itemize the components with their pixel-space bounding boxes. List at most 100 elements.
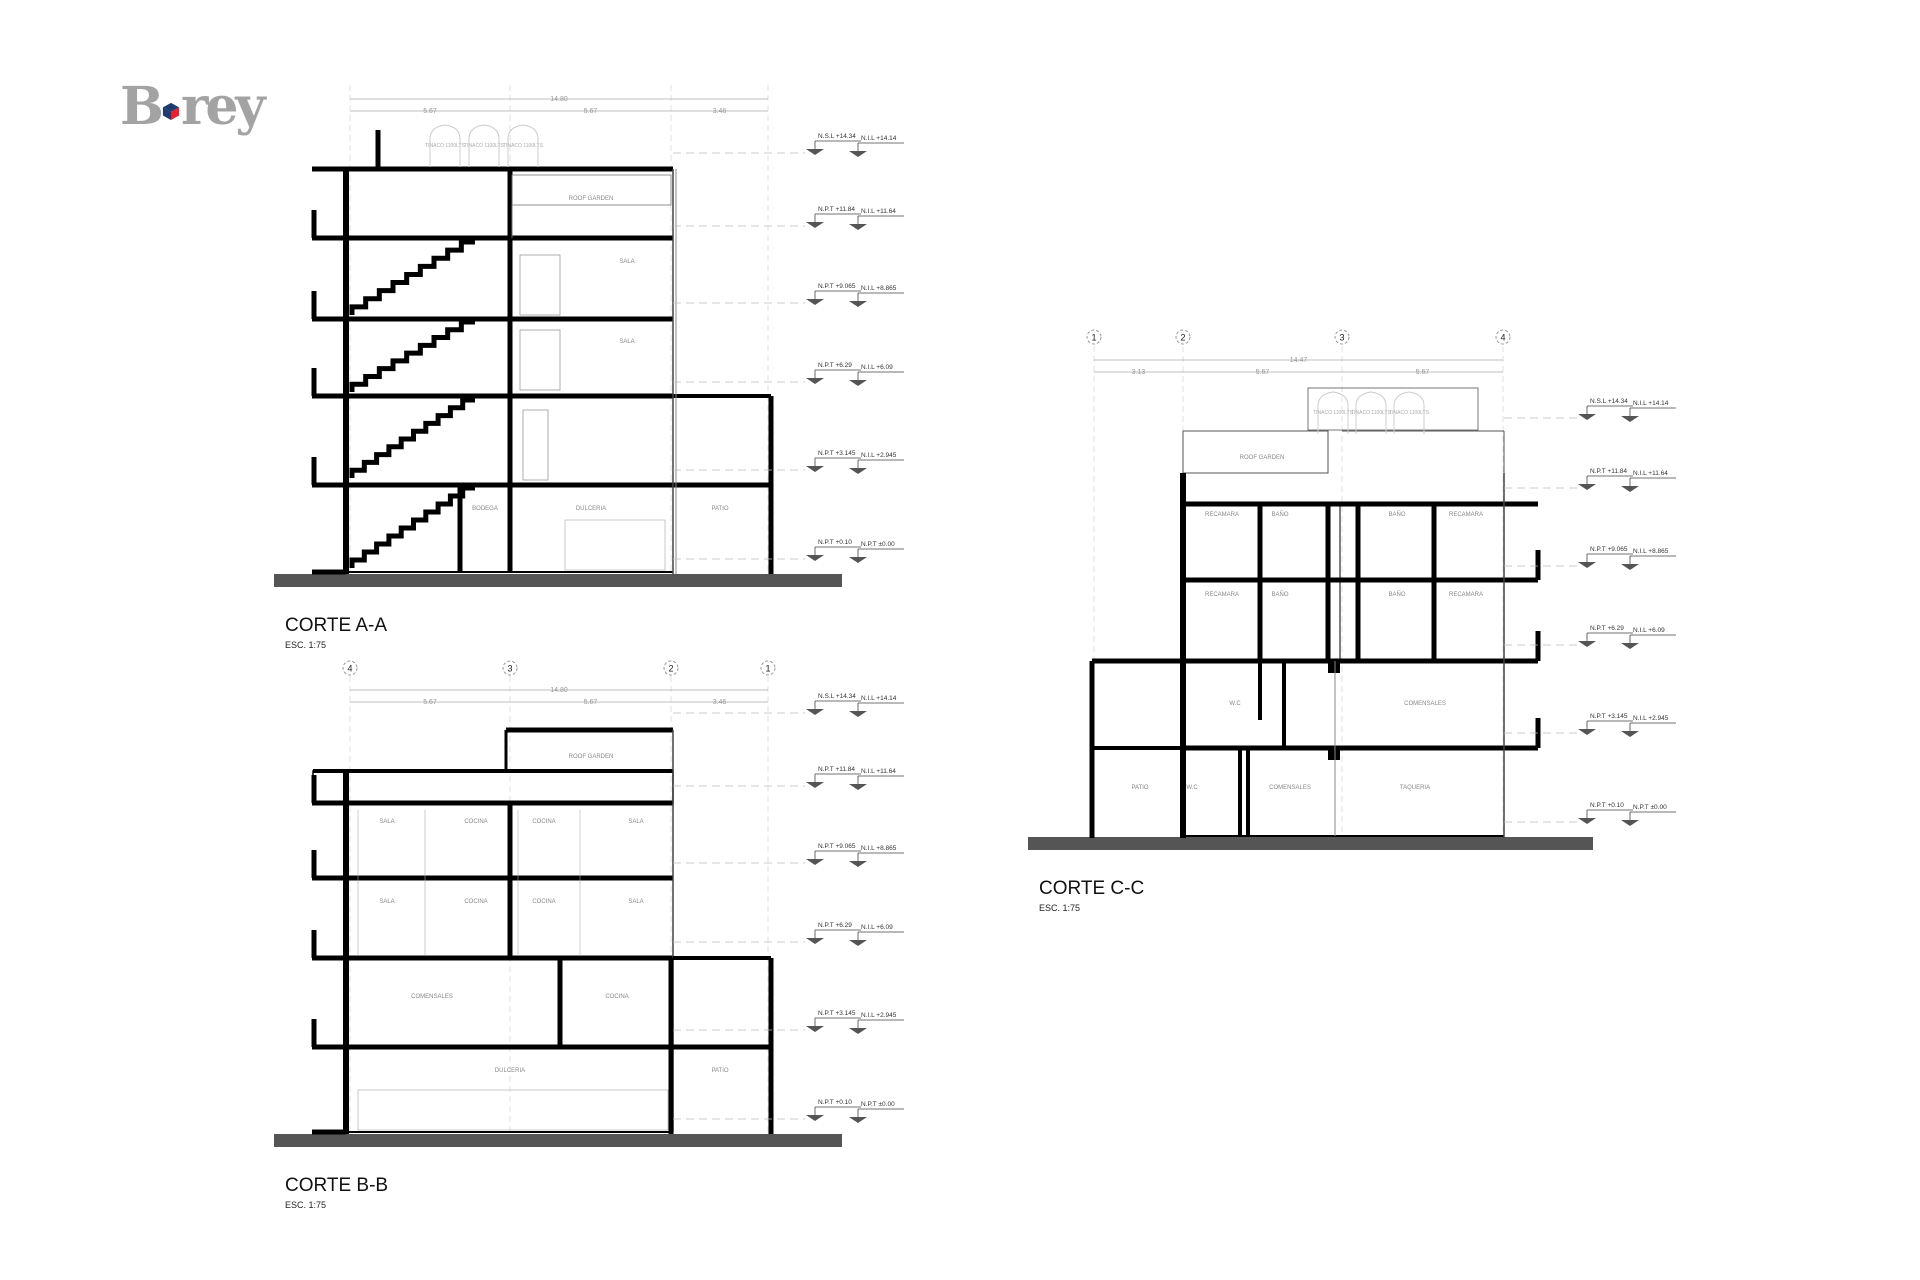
water-tank-label: TINACO 1100LTS (464, 143, 504, 149)
water-tank-label: TINACO 1100LTS (1389, 410, 1429, 416)
level-marker-icon (1621, 486, 1639, 492)
room-label: BAÑO (1388, 591, 1405, 598)
level-marker-icon (849, 940, 867, 946)
level-marker-icon (849, 784, 867, 790)
level-marker-icon (806, 859, 824, 865)
column (1328, 661, 1340, 673)
room-label: COCINA (605, 994, 628, 1000)
display-case (564, 519, 666, 571)
room-label: COCINA (532, 819, 555, 825)
room-label: BAÑO (1271, 511, 1288, 518)
stair (349, 485, 475, 568)
room-label: SALA (628, 899, 643, 905)
room-label: BODEGA (472, 506, 498, 512)
level-marker-icon (849, 557, 867, 563)
level-label: N.S.L +14.34 (1590, 398, 1628, 405)
level-marker-icon (849, 468, 867, 474)
level-marker-icon (1621, 820, 1639, 826)
room-label: PATIO (711, 506, 728, 512)
level-label: N.I.L +2.945 (861, 452, 897, 459)
level-label: N.P.T +0.10 (818, 539, 852, 546)
dimension-value: 5.67 (423, 108, 437, 115)
stair (349, 239, 475, 315)
dimension-value: 5.67 (1256, 369, 1270, 376)
ground (274, 574, 842, 587)
level-label: N.P.T +6.29 (1590, 625, 1624, 632)
level-label: N.P.T +3.145 (818, 450, 856, 457)
tank-enclosure (1307, 387, 1479, 431)
level-marker-icon (806, 1026, 824, 1032)
section-cc-title: CORTE C-C (1039, 878, 1145, 899)
level-label: N.P.T +3.145 (1590, 713, 1628, 720)
room-label: COCINA (464, 819, 487, 825)
dimension-value: 3.13 (1132, 369, 1146, 376)
level-label: N.I.L +11.64 (861, 208, 896, 215)
grid-bubble (1175, 329, 1191, 345)
ground (1028, 837, 1593, 850)
room-label: COCINA (464, 899, 487, 905)
level-label: N.S.L +14.34 (818, 693, 856, 700)
level-label: N.I.L +2.945 (1633, 715, 1669, 722)
ground (274, 1134, 842, 1147)
level-label: N.P.T +6.29 (818, 922, 852, 929)
level-marker-icon (806, 378, 824, 384)
counters (357, 1089, 669, 1131)
water-tank-label: TINACO 1100LTS (503, 143, 543, 149)
level-label: N.I.L +6.09 (861, 924, 893, 931)
level-label: N.P.T +0.10 (818, 1099, 852, 1106)
level-marker-icon (806, 555, 824, 561)
room-label: ROOF GARDEN (1240, 455, 1285, 461)
window (519, 329, 561, 391)
water-tank (1317, 391, 1349, 434)
level-label: N.I.L +8.865 (1633, 548, 1669, 555)
room-label: SALA (379, 899, 394, 905)
water-tank (1393, 391, 1425, 434)
level-marker-icon (806, 709, 824, 715)
level-marker-icon (849, 1117, 867, 1123)
room-label: RECAMARA (1449, 592, 1483, 598)
level-marker-icon (806, 299, 824, 305)
room-label: W.C (1186, 785, 1198, 791)
level-label: N.I.L +14.14 (861, 695, 897, 702)
level-marker-icon (806, 1115, 824, 1121)
level-label: N.P.T +3.145 (818, 1010, 856, 1017)
level-label: N.P.T +11.84 (1590, 468, 1627, 475)
grid-label: 4 (1500, 333, 1505, 343)
room-label: DULCERIA (576, 506, 606, 512)
level-label: N.I.L +2.945 (861, 1012, 897, 1019)
water-tank-label: TINACO 1100LTS (1351, 410, 1391, 416)
grid-label: 2 (1180, 333, 1185, 343)
level-marker-icon (1578, 729, 1596, 735)
water-tank-label: TINACO 1100LTS (1313, 410, 1353, 416)
level-marker-icon (806, 149, 824, 155)
room-label: COMENSALES (1404, 701, 1446, 707)
room-label: COCINA (532, 899, 555, 905)
dimension-value: 5.67 (584, 699, 598, 706)
level-marker-icon (1578, 641, 1596, 647)
grid-label: 1 (1091, 333, 1096, 343)
room-label: BAÑO (1271, 591, 1288, 598)
room-label: RECAMARA (1205, 592, 1239, 598)
water-tank (507, 124, 539, 167)
room-label: BAÑO (1388, 511, 1405, 518)
grid-bubble (663, 660, 679, 676)
level-marker-icon (1578, 414, 1596, 420)
level-label: N.P.T ±0.00 (861, 541, 895, 548)
level-label: N.S.L +14.34 (818, 133, 856, 140)
level-label: N.P.T ±0.00 (1633, 804, 1667, 811)
level-label: N.P.T +0.10 (1590, 802, 1624, 809)
level-marker-icon (849, 301, 867, 307)
level-marker-icon (1621, 416, 1639, 422)
level-marker-icon (1621, 564, 1639, 570)
section-cc-scale: ESC. 1:75 (1039, 903, 1081, 913)
dimension-total: 14.80 (550, 96, 568, 103)
level-marker-icon (849, 380, 867, 386)
water-tank-label: TINACO 1100LTS (425, 143, 465, 149)
level-marker-icon (1621, 643, 1639, 649)
grid-label: 3 (507, 664, 512, 674)
level-marker-icon (806, 222, 824, 228)
level-marker-icon (1578, 484, 1596, 490)
grid-label: 1 (765, 664, 770, 674)
grid-bubble (1495, 329, 1511, 345)
room-label: ROOF GARDEN (569, 196, 614, 202)
